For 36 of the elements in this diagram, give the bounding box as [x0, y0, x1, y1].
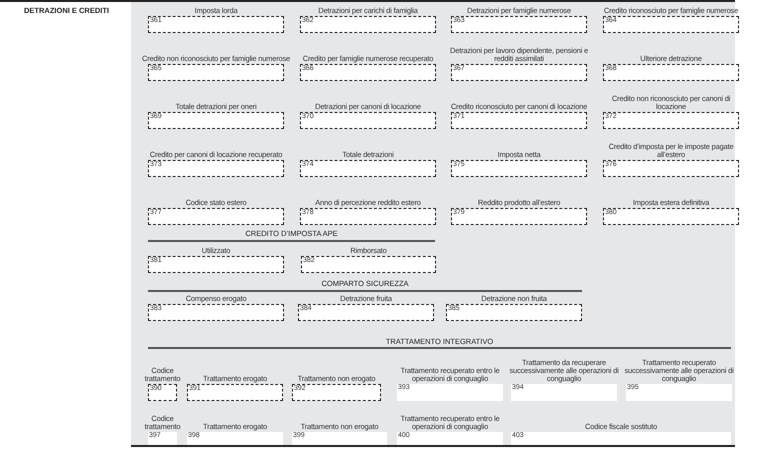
input-field [187, 432, 283, 445]
input-field [292, 384, 381, 401]
input-field [300, 16, 436, 33]
input-field [298, 304, 434, 321]
input-field [300, 208, 436, 225]
input-field [603, 16, 739, 33]
input-field [451, 208, 587, 225]
input-field [300, 112, 436, 129]
input-field [300, 160, 436, 177]
input-field [626, 384, 732, 401]
input-field [148, 384, 177, 401]
input-field [148, 256, 284, 273]
input-field [603, 208, 739, 225]
input-field [603, 64, 739, 81]
input-field [148, 16, 284, 33]
input-field [603, 112, 739, 129]
input-field [446, 304, 582, 321]
input-field [148, 208, 284, 225]
input-field [397, 384, 503, 401]
input-field [148, 64, 284, 81]
input-field [300, 64, 436, 81]
input-field [148, 112, 284, 129]
input-field [148, 304, 284, 321]
input-field [511, 432, 731, 445]
input-field [451, 112, 587, 129]
input-field [511, 384, 617, 401]
input-field [603, 160, 739, 177]
input-field [301, 256, 436, 273]
input-field [451, 16, 587, 33]
input-field [451, 160, 587, 177]
input-field [187, 384, 283, 401]
input-field [397, 432, 503, 445]
input-field [451, 64, 587, 81]
input-field [292, 432, 387, 445]
input-field [148, 432, 177, 445]
input-field [148, 160, 284, 177]
